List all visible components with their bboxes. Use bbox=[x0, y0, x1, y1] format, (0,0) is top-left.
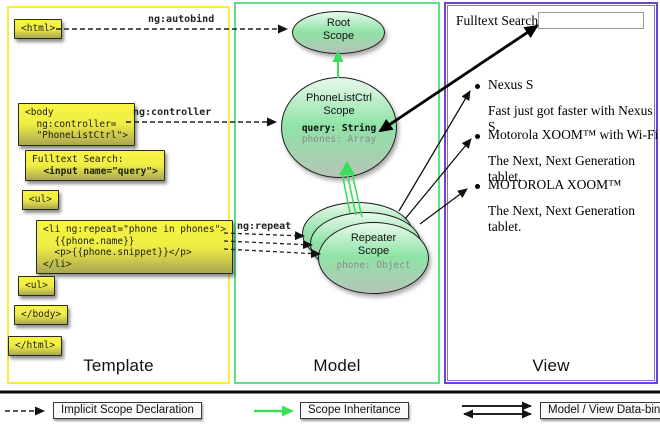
code-fulltext-search: Fulltext Search: <input name="query"> bbox=[25, 150, 165, 181]
bullet-icon bbox=[475, 134, 480, 139]
template-panel-title: Template bbox=[83, 356, 154, 375]
view-item-name: Nexus S bbox=[488, 77, 534, 92]
view-item-name: Motorola XOOM™ with Wi-Fi bbox=[488, 127, 659, 142]
label-ng-repeat: ng:repeat bbox=[237, 221, 292, 232]
code-body-open: <body ng:controller= "PhoneListCtrl"> bbox=[18, 103, 135, 146]
view-panel-inner-border bbox=[447, 5, 655, 381]
bullet-icon bbox=[475, 184, 480, 189]
legend-databinding: Model / View Data-binding bbox=[540, 402, 660, 419]
code-body-close: </body> bbox=[14, 305, 69, 325]
bullet-icon bbox=[475, 84, 480, 89]
legend-scope-inheritance: Scope Inheritance bbox=[300, 402, 409, 419]
view-item-snippet: The Next, Next Generation tablet. bbox=[488, 153, 635, 184]
search-input[interactable] bbox=[538, 12, 644, 29]
view-panel: View bbox=[444, 2, 658, 384]
repeater-scope-ellipse: Repeater Scope phone: Object bbox=[318, 222, 429, 294]
view-item-snippet: The Next, Next Generation tablet. bbox=[488, 203, 635, 234]
code-ul-close: <ul> bbox=[18, 276, 55, 296]
model-panel: Model bbox=[234, 2, 440, 384]
view-panel-title: View bbox=[532, 356, 570, 375]
code-html-open: <html> bbox=[14, 19, 63, 39]
code-li-repeat: <li ng:repeat="phone in phones"> {{phone… bbox=[36, 220, 234, 274]
label-ng-autobind: ng:autobind bbox=[148, 14, 215, 25]
view-search-label: Fulltext Search: bbox=[456, 13, 542, 28]
model-panel-title: Model bbox=[313, 356, 361, 375]
double-arrow-icon bbox=[462, 401, 532, 419]
root-scope-ellipse: Root Scope bbox=[292, 11, 385, 54]
label-ng-controller: ng:controller bbox=[133, 107, 212, 118]
code-html-close: </html> bbox=[8, 336, 63, 356]
legend-implicit-scope: Implicit Scope Declaration bbox=[53, 402, 202, 419]
code-ul-open: <ul> bbox=[22, 190, 59, 210]
phonelistctrl-scope-ellipse: PhoneListCtrl Scope query: String phones… bbox=[281, 77, 397, 178]
view-item-name: MOTOROLA XOOM™ bbox=[488, 177, 622, 192]
